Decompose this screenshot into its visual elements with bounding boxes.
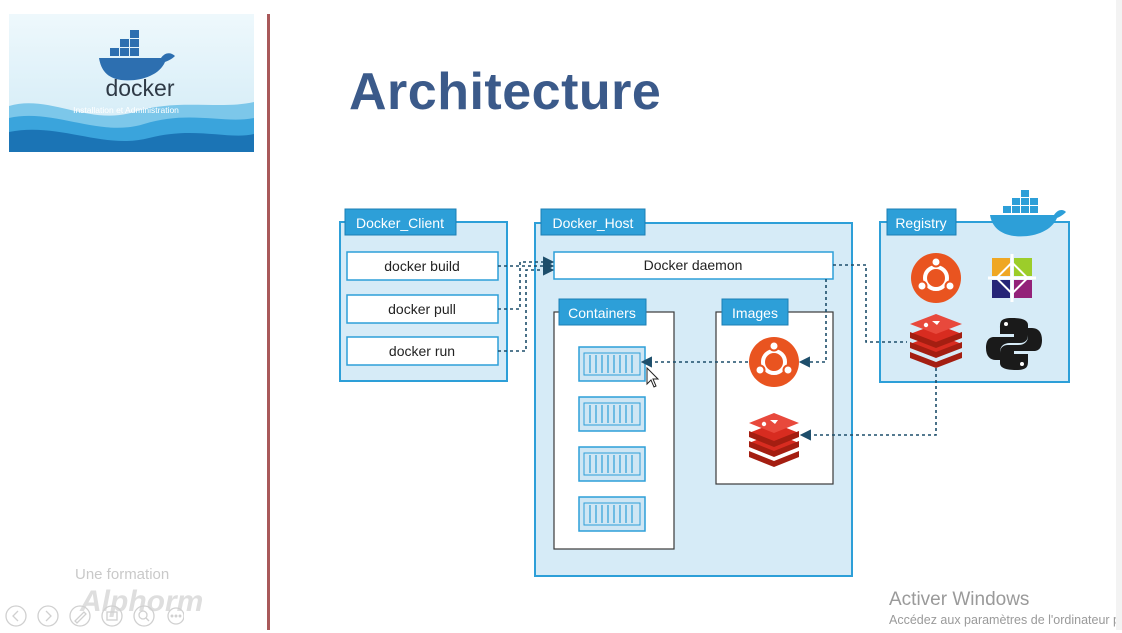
- docker-whale-icon: [990, 190, 1066, 237]
- daemon-to-image-connector: [798, 279, 827, 368]
- zoom-icon[interactable]: [133, 605, 155, 627]
- command-docker-pull: docker pull: [346, 294, 499, 324]
- registry-label: Registry: [895, 215, 946, 231]
- diagram-connectors: [498, 256, 937, 441]
- sidebar-divider: [267, 14, 270, 630]
- centos-registry-icon: [988, 254, 1036, 302]
- docker-host-label: Docker_Host: [553, 215, 634, 231]
- logo-subtitle: Installation et Administration: [73, 105, 179, 115]
- docker-client-panel: Docker_Client docker build docker pull d…: [339, 208, 508, 382]
- containers-label: Containers: [568, 305, 636, 321]
- mouse-cursor-icon: [646, 366, 660, 388]
- slides-grid-icon[interactable]: [101, 605, 123, 627]
- ubuntu-registry-icon: [911, 253, 961, 303]
- sidebar: docker Installation et Administration Un…: [0, 0, 268, 630]
- container-icon: [578, 396, 646, 432]
- next-slide-icon[interactable]: [37, 605, 59, 627]
- command-label: docker run: [389, 343, 455, 359]
- pull-to-daemon-connector: [498, 256, 555, 310]
- page-title: Architecture: [349, 63, 662, 121]
- redis-registry-icon: [910, 314, 962, 368]
- pen-icon[interactable]: [69, 605, 91, 627]
- docker-daemon-label: Docker daemon: [644, 257, 743, 273]
- slide-controls: [4, 604, 185, 628]
- images-label: Images: [732, 305, 778, 321]
- docker-whale-icon: [99, 30, 175, 81]
- docker-daemon: Docker daemon: [553, 251, 834, 280]
- container-icon: [578, 346, 646, 382]
- registry-to-image-connector: [799, 368, 937, 441]
- command-label: docker build: [384, 258, 460, 274]
- previous-slide-icon[interactable]: [5, 605, 27, 627]
- daemon-to-registry-connector: [833, 264, 907, 343]
- command-docker-run: docker run: [346, 336, 499, 366]
- docker-host-panel: Docker_Host Docker daemon Containers: [534, 208, 853, 577]
- more-options-icon[interactable]: [167, 607, 185, 625]
- python-registry-icon: [986, 318, 1042, 370]
- containers-box: Containers: [553, 298, 675, 550]
- logo-graphic: docker Installation et Administration: [9, 14, 254, 152]
- redis-image-icon: [749, 413, 799, 467]
- container-icon: [578, 496, 646, 532]
- right-edge: [1116, 0, 1122, 630]
- docker-client-label: Docker_Client: [356, 215, 444, 231]
- windows-activation-title: Activer Windows: [889, 589, 1030, 610]
- windows-activation-subtitle: Accédez aux paramètres de l'ordinateur p…: [889, 613, 1116, 627]
- ubuntu-image-icon: [749, 337, 799, 387]
- container-icon: [578, 446, 646, 482]
- command-docker-build: docker build: [346, 251, 499, 281]
- images-box: Images: [715, 298, 834, 485]
- course-logo: docker Installation et Administration: [9, 14, 254, 152]
- command-label: docker pull: [388, 301, 456, 317]
- run-to-daemon-connector: [498, 264, 555, 352]
- credit-text: Une formation: [75, 566, 170, 583]
- logo-word: docker: [105, 75, 174, 101]
- registry-panel: Registry: [879, 190, 1070, 383]
